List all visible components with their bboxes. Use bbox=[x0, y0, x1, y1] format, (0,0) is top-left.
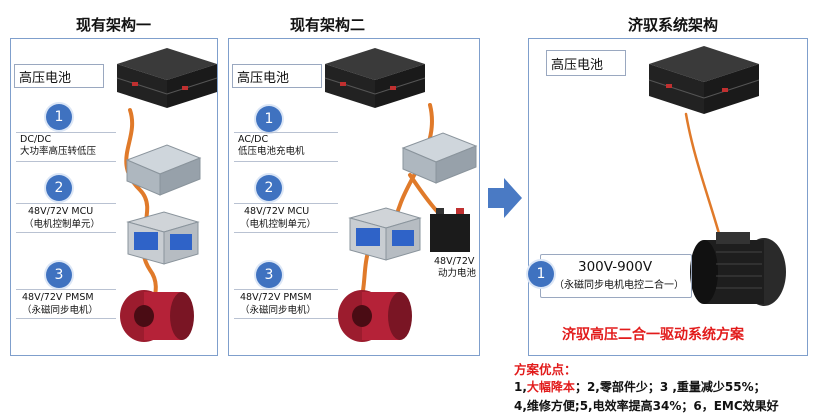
middle-step-3-line2: （永磁同步电机） bbox=[240, 305, 317, 316]
middle-step-1-line1: AC/DC bbox=[238, 134, 269, 145]
left-step-3-line1: 48V/72V PMSM bbox=[22, 292, 94, 303]
middle-battery-label: 高压电池 bbox=[232, 64, 322, 88]
left-dcdc-converter-image bbox=[125, 144, 202, 196]
left-mcu-image bbox=[126, 211, 200, 265]
middle-mcu-image bbox=[348, 207, 422, 261]
middle-power-battery-image bbox=[430, 208, 470, 252]
scheme-title: 济驭高压二合一驱动系统方案 bbox=[562, 327, 744, 343]
left-battery-pack-image bbox=[116, 48, 218, 108]
left-step-3-number: 3 bbox=[46, 262, 72, 288]
middle-acdc-charger-image bbox=[401, 132, 478, 184]
left-step-2-line1: 48V/72V MCU bbox=[28, 206, 94, 217]
right-step-line1: 300V-900V bbox=[578, 259, 653, 275]
middle-power-battery-line1: 48V/72V bbox=[434, 256, 475, 267]
left-battery-label: 高压电池 bbox=[14, 64, 104, 88]
middle-panel-title: 现有架构二 bbox=[290, 16, 366, 34]
middle-step-2-frame bbox=[234, 203, 338, 233]
middle-pmsm-motor-image bbox=[338, 290, 412, 342]
advantages-title: 方案优点： bbox=[514, 362, 577, 377]
middle-power-battery-line2: 动力电池 bbox=[438, 268, 477, 279]
middle-step-1-number: 1 bbox=[256, 106, 282, 132]
middle-step-2-number: 2 bbox=[256, 175, 282, 201]
middle-step-1-frame bbox=[234, 132, 338, 162]
left-step-3-line2: （永磁同步电机） bbox=[22, 305, 99, 316]
transition-arrow-icon bbox=[488, 178, 522, 218]
advantages-line-2: 4,维修方便;5,电效率提高34%；6，EMC效果好 bbox=[514, 399, 779, 413]
right-orange-cable bbox=[684, 112, 724, 246]
left-step-2-line2: （电机控制单元） bbox=[24, 219, 101, 230]
left-panel-title: 现有架构一 bbox=[76, 16, 152, 34]
middle-battery-pack-image bbox=[324, 48, 426, 108]
right-battery-label: 高压电池 bbox=[546, 50, 626, 76]
left-pmsm-motor-image bbox=[120, 290, 194, 342]
middle-step-2-line2: （电机控制单元） bbox=[240, 219, 317, 230]
middle-step-3-frame bbox=[234, 289, 338, 319]
left-step-1-line1: DC/DC bbox=[20, 134, 52, 145]
middle-step-1-line2: 低压电池充电机 bbox=[238, 146, 305, 157]
left-step-1-frame bbox=[16, 132, 116, 162]
left-step-2-frame bbox=[16, 203, 116, 233]
advantages-line-1-prefix: 1, bbox=[514, 380, 527, 394]
advantages-highlight: 大幅降本 bbox=[526, 380, 575, 394]
left-step-1-number: 1 bbox=[46, 104, 72, 130]
left-step-1-line2: 大功率高压转低压 bbox=[20, 146, 97, 157]
middle-step-3-line1: 48V/72V PMSM bbox=[240, 292, 312, 303]
left-step-2-number: 2 bbox=[46, 175, 72, 201]
right-step-line2: （永磁同步电机电控二合一） bbox=[554, 280, 684, 291]
right-battery-pack-image bbox=[648, 46, 760, 114]
right-panel-title: 济驭系统架构 bbox=[628, 16, 719, 34]
middle-step-2-line1: 48V/72V MCU bbox=[244, 206, 310, 217]
advantages-line-1-rest: ；2,零部件少；3 ,重量减少55%； bbox=[574, 380, 766, 394]
left-step-3-frame bbox=[16, 289, 116, 319]
right-step-1-number: 1 bbox=[528, 261, 554, 287]
middle-step-3-number: 3 bbox=[256, 262, 282, 288]
right-integrated-motor-image bbox=[690, 232, 786, 306]
advantages-line-1: 1,大幅降本；2,零部件少；3 ,重量减少55%； bbox=[514, 378, 766, 395]
